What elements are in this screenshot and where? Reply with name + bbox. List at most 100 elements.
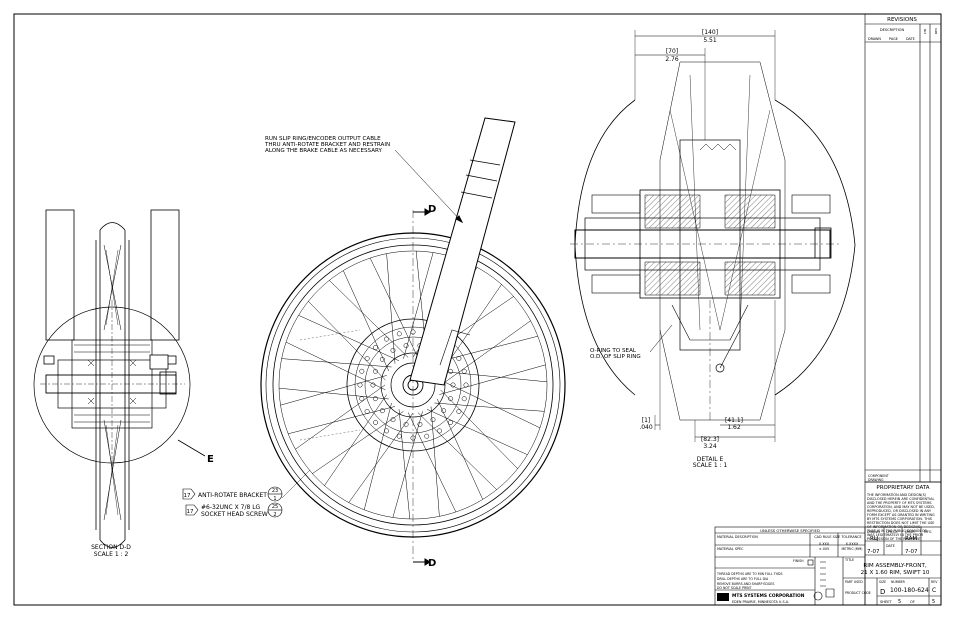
wheel-spoke [417,412,497,490]
tb-engr-val: RAM [905,536,917,542]
wheel-spoke [440,389,518,469]
wheel-spoke [324,394,387,486]
revisions-description: DESCRIPTION [880,28,905,32]
disc-hole [417,421,423,427]
disc-hole [359,368,365,374]
disc-hole [461,396,467,402]
svg-text:REPRODUCED, OR DISCLOSED IN AN: REPRODUCED, OR DISCLOSED IN ANY [867,509,932,513]
svg-text:RESTRICTION DOES NOT LIMIT THE: RESTRICTION DOES NOT LIMIT THE USE [867,521,934,525]
disc-hole [373,420,378,425]
tb-sheet-val: 5 [898,599,901,605]
wheel-spoke [440,379,541,429]
disc-hole [359,396,365,402]
tb-tol2: ±.005 [819,547,829,551]
tb-title-label: TITLE [844,558,854,562]
svg-text:AND THE PROPERTY OF MTS SYSTEM: AND THE PROPERTY OF MTS SYSTEMS [867,501,932,505]
disc-hole [370,382,376,388]
disc-hole [441,408,447,414]
disc-hole [456,409,462,414]
svg-text:WAS LEGITIMATELY IN THE PRIOR: WAS LEGITIMATELY IN THE PRIOR [867,533,924,537]
dim-41-in: 1.62 [727,424,741,431]
balloon2-item: 17 [187,509,194,515]
svg-text:BY MTS SYSTEMS CORPORATION. TH: BY MTS SYSTEMS CORPORATION. THIS [867,517,932,521]
section-marker-bottom: D [428,558,436,569]
tb-cad-tol: CAD RULE SIZE TOLERANCE [814,535,861,539]
balloon-group-bracket [182,469,311,518]
wheel-spoke [434,402,545,412]
disc-hole [396,331,402,337]
tb-sheet: SHEET [880,600,893,604]
balloon2-qty-bottom: 2 [273,512,276,518]
tb-of: OF [910,600,915,604]
svg-text:DISCLOSED HEREIN ARE CONFIDENT: DISCLOSED HEREIN ARE CONFIDENTIAL [867,497,934,501]
wheel-spoke [437,370,547,383]
dim-70-in: 2.76 [665,56,679,63]
tb-material-spec: MATERIAL SPEC [717,547,744,551]
tb-address: EDEN PRAIRIE, MINNESOTA U.S.A. [732,600,789,604]
disc-hole [403,421,409,427]
wheel-spoke [343,270,389,372]
tb-check-label: CHECK [886,530,898,534]
mts-logo [717,593,729,601]
revisions-title: REVISIONS [887,17,917,23]
note-cable-line2: THRU ANTI-ROTATE BRACKET AND RESTRAIN [264,142,390,148]
disc-hole [450,382,456,388]
disc-hole [424,433,430,439]
wheel-spoke [437,398,483,500]
tb-drawn-label: DRAWN [867,530,880,534]
svg-text:CORPORATION, AND MAY NOT BE US: CORPORATION, AND MAY NOT BE USED, [867,505,935,509]
tb-material-desc: MATERIAL DESCRIPTION [717,535,758,539]
svg-text:POSSESSION OF THE RECIPIENT.: POSSESSION OF THE RECIPIENT. [867,537,922,541]
component-label: COMPONENT [868,474,889,478]
wheel-spoke [279,387,389,400]
wheel-spoke [288,406,396,435]
note-oring-line2: O.D. OF SLIP RING [590,354,641,360]
disc-hole [373,345,378,350]
svg-text:THE INFORMATION AND DESIGN(S): THE INFORMATION AND DESIGN(S) [866,493,927,497]
tb-number-label: NUMBER [891,580,906,584]
tb-product-label: PRODUCT CODE [845,591,871,595]
tb-drawn-val: RLJ [870,536,879,542]
disc-hole [372,396,378,402]
balloon1-qty-bottom: 1 [273,496,276,502]
disc-hole [372,368,378,374]
drawing-label: DRAWING [868,478,884,482]
dim-82: [82.3] [701,436,719,443]
tb-title-line2: 21 X 1.60 RIM, SWIFT 10 [861,570,930,576]
section-label: SECTION D-D [91,544,131,551]
note-oring-line1: O-RING TO SEAL [590,348,637,354]
wheel-spoke [407,412,457,513]
disc-hole [463,382,469,388]
balloon2-text-line2: SOCKET HEAD SCREW [201,511,268,518]
tb-date-label: DATE [886,544,895,548]
disc-hole [448,396,454,402]
tb-tol3: X.XXXX [846,542,859,546]
wheel-spoke [426,409,528,455]
wheel-spoke [348,412,414,503]
svg-text:FORM EXCEPT AS GRANTED IN WRIT: FORM EXCEPT AS GRANTED IN WRITING [867,513,935,517]
section-marker-top: D [428,204,436,215]
dim-1: [1] [642,417,651,424]
balloon2-text-line1: #6-32UNC X 7/8 LG [201,504,261,511]
wheel-spoke [298,315,400,361]
disc-hole [357,382,363,388]
wheel-spoke [295,384,386,450]
wheel-spoke [281,358,392,368]
tb-size-label: SIZE [879,580,886,584]
tb-unless: UNLESS OTHERWISE SPECIFIED [760,528,820,533]
wheel-spoke [398,409,411,519]
tb-drawing-number: 100-180-624 [890,587,929,594]
disc-hole [396,433,402,439]
disc-hole [448,420,453,425]
tb-note1: THREAD DEPTHS ARE TO MIN FULL THDS [716,572,783,576]
balloon1-qty-top: 23 [272,488,278,494]
revisions-rev: REV [934,27,938,34]
dim-140-in: 5.51 [703,37,717,44]
note-cable-line3: ALONG THE BRAKE CABLE AS NECESSARY [265,148,383,154]
wheel-spoke [329,280,409,358]
disc-hole [456,356,462,361]
wheel-spoke [285,341,386,391]
wheel-spoke [386,253,396,364]
tb-engr-label: ENGR [905,530,915,534]
dim-41: [41.1] [725,417,743,424]
